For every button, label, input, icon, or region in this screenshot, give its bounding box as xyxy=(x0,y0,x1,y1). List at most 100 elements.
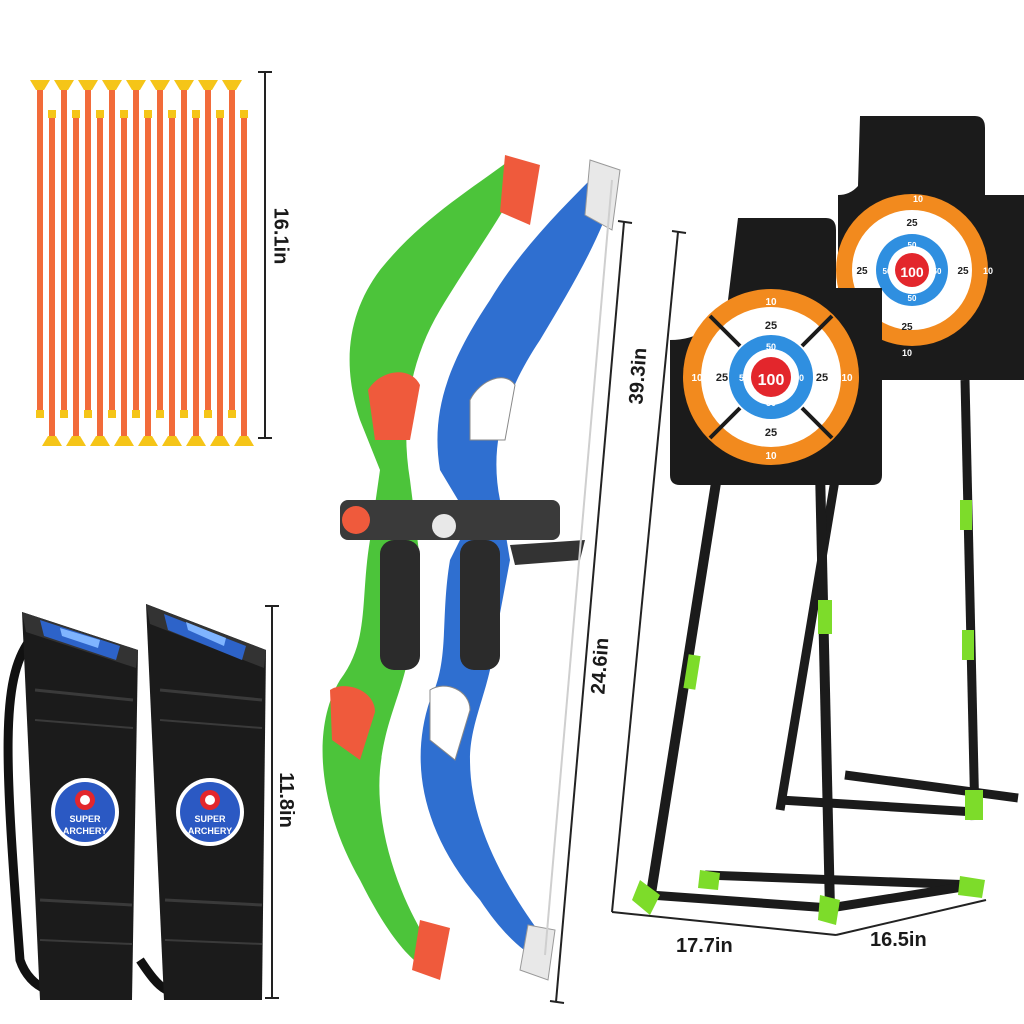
arrow-shaft xyxy=(85,84,91,410)
quiver-dimension-line xyxy=(265,605,279,999)
suction-cup-tip xyxy=(162,436,182,446)
quiver-logo-line1: SUPER xyxy=(194,814,226,824)
bullseye-score: 100 xyxy=(900,264,924,280)
arrow-shaft xyxy=(181,84,187,410)
quiver-right xyxy=(146,604,266,1000)
stand-dimension-lines xyxy=(611,230,987,936)
arrow-nock xyxy=(48,110,56,118)
arrow-nock xyxy=(120,110,128,118)
ring-score: 10 xyxy=(765,451,777,462)
suction-cup-tip xyxy=(114,436,134,446)
ring-score: 25 xyxy=(816,372,828,384)
ring-score: 50 xyxy=(766,398,776,408)
arrow-nock xyxy=(60,410,68,418)
suction-arrows xyxy=(30,80,254,446)
ring-score: 25 xyxy=(716,372,728,384)
target-board-front xyxy=(670,218,882,485)
arrow-nock xyxy=(108,410,116,418)
bullseye-score: 100 xyxy=(758,372,785,389)
ring-score: 50 xyxy=(933,267,942,276)
arrow-shaft xyxy=(109,84,115,410)
suction-cup-tip xyxy=(198,80,218,90)
ring-score: 25 xyxy=(765,427,777,439)
suction-cup-tip xyxy=(78,80,98,90)
arrow-nock xyxy=(228,410,236,418)
arrow-nock xyxy=(240,110,248,118)
arrow-shaft xyxy=(229,84,235,410)
suction-cup-tip xyxy=(54,80,74,90)
arrow-shaft xyxy=(217,118,223,436)
suction-cup-tip xyxy=(42,436,62,446)
ring-score: 10 xyxy=(902,348,912,358)
ring-score: 50 xyxy=(766,342,776,352)
arrow-shaft xyxy=(49,118,55,436)
arrow-shaft xyxy=(169,118,175,436)
ring-score: 25 xyxy=(957,266,969,277)
ring-score: 10 xyxy=(691,373,703,384)
arrow-shaft xyxy=(73,118,79,436)
arrows-length-label: 16.1in xyxy=(269,207,292,265)
suction-cup-tip xyxy=(66,436,86,446)
suction-cup-tip xyxy=(174,80,194,90)
arrow-shaft xyxy=(97,118,103,436)
stand-depth-label: 16.5in xyxy=(870,929,927,951)
suction-cup-tip xyxy=(102,80,122,90)
suction-cup-tip xyxy=(222,80,242,90)
arrow-shaft xyxy=(121,118,127,436)
target-back-scores: 100 50 50 50 50 25 25 25 25 10 10 10 xyxy=(856,194,993,358)
arrow-nock xyxy=(72,110,80,118)
arrow-nock xyxy=(36,410,44,418)
suction-cup-tip xyxy=(30,80,50,90)
arrow-shaft xyxy=(241,118,247,436)
quiver-logo-line2: ARCHERY xyxy=(63,826,107,836)
arrow-shaft xyxy=(37,84,43,410)
suction-cup-tip xyxy=(150,80,170,90)
arrow-nock xyxy=(168,110,176,118)
stand-width-label: 17.7in xyxy=(676,935,733,957)
ring-score: 10 xyxy=(913,194,923,204)
suction-cup-tip xyxy=(138,436,158,446)
arrow-nock xyxy=(180,410,188,418)
arrow-nock xyxy=(156,410,164,418)
arrow-nock xyxy=(216,110,224,118)
bow-dimension-line xyxy=(549,220,633,1004)
quiver-logo-line2: ARCHERY xyxy=(188,826,232,836)
arrow-shaft xyxy=(133,84,139,410)
arrows-dimension-line xyxy=(258,71,272,439)
ring-score: 10 xyxy=(765,297,777,308)
ring-score: 10 xyxy=(841,373,853,384)
ring-score: 50 xyxy=(794,373,804,383)
arrow-nock xyxy=(132,410,140,418)
quiver-logo-text: SUPER ARCHERY SUPER ARCHERY xyxy=(63,814,232,836)
quiver-left xyxy=(22,612,138,1000)
suction-cup-tip xyxy=(234,436,254,446)
ring-score: 10 xyxy=(983,266,993,276)
bow-height-label: 39.3in xyxy=(625,346,652,406)
ring-score: 25 xyxy=(901,322,913,333)
suction-cup-tip xyxy=(90,436,110,446)
arrow-shaft xyxy=(157,84,163,410)
ring-score: 25 xyxy=(906,218,918,229)
ring-score: 25 xyxy=(765,320,777,332)
arrow-shaft xyxy=(145,118,151,436)
target-stand-front xyxy=(632,469,985,925)
ring-score: 50 xyxy=(739,373,749,383)
bow-riser xyxy=(340,500,585,670)
arrow-nock xyxy=(192,110,200,118)
suction-cup-tip xyxy=(126,80,146,90)
suction-cup-tip xyxy=(210,436,230,446)
arrow-nock xyxy=(144,110,152,118)
ring-score: 25 xyxy=(856,266,868,277)
target-front-scores: 100 50 50 50 50 25 25 25 25 10 10 10 10 xyxy=(691,297,853,462)
arrow-nock xyxy=(204,410,212,418)
bow-green xyxy=(322,155,540,980)
arrow-nock xyxy=(96,110,104,118)
ring-score: 50 xyxy=(908,294,917,303)
suction-cup-tip xyxy=(186,436,206,446)
bow-string xyxy=(544,179,613,956)
quiver-logo-line1: SUPER xyxy=(69,814,101,824)
arrow-shaft xyxy=(61,84,67,410)
quiver-height-label: 11.8in xyxy=(274,772,297,828)
